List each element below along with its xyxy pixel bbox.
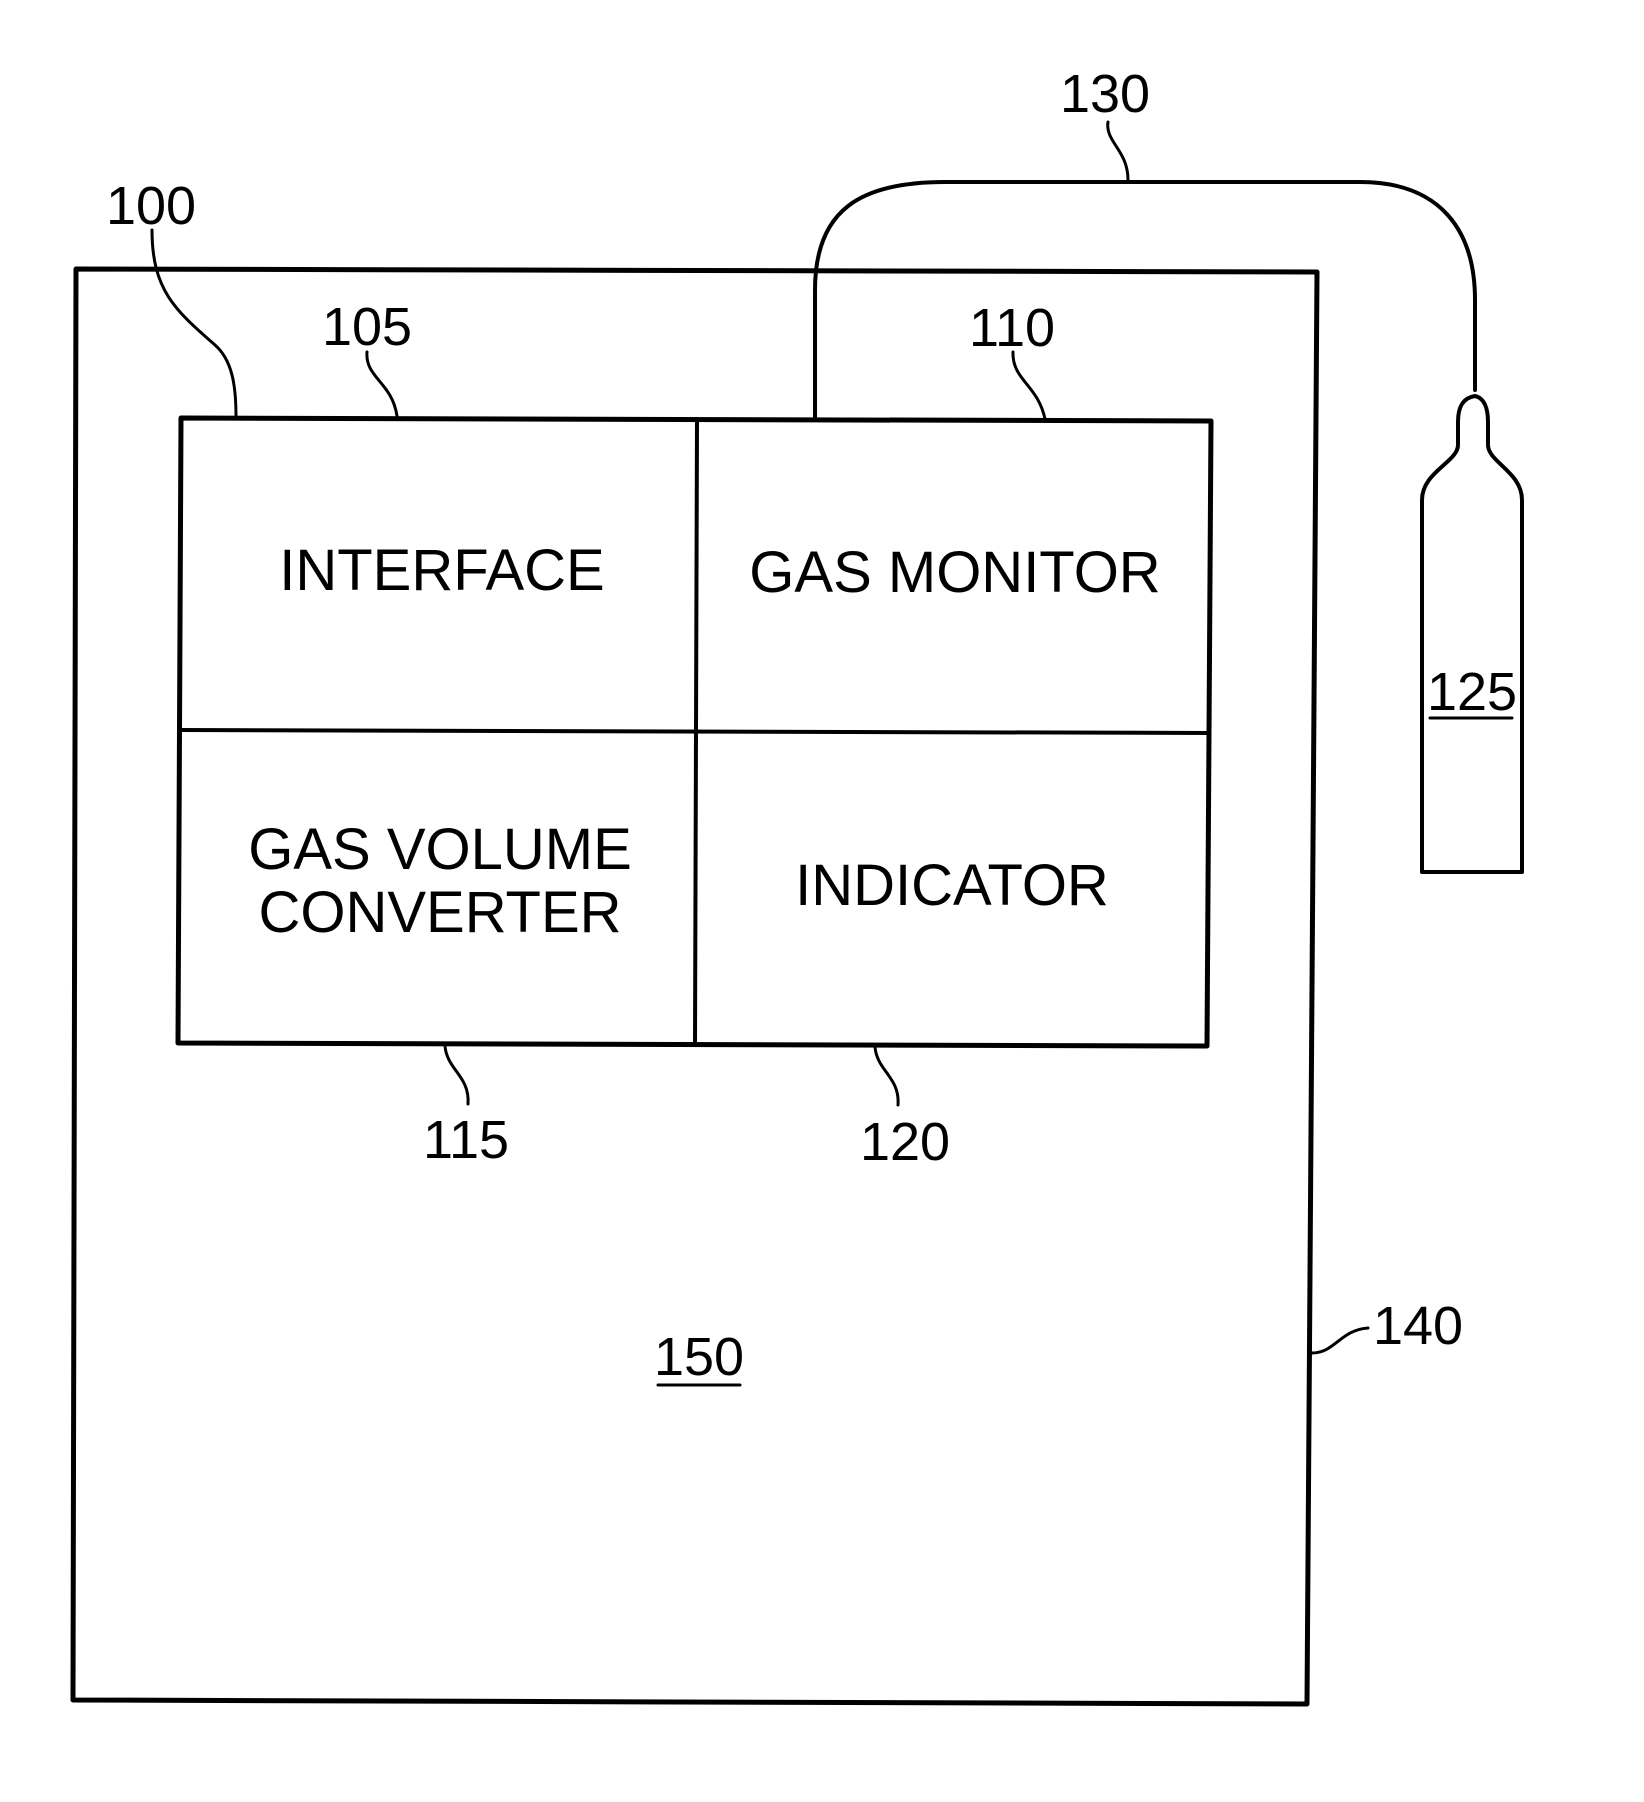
- gas-tube: [815, 182, 1475, 418]
- leader-line-120: [875, 1047, 898, 1105]
- block-divider-horizontal: [180, 730, 1209, 733]
- gas-volume-converter-label-line1: GAS VOLUME: [248, 817, 632, 882]
- ref-115: 115: [423, 1110, 509, 1170]
- ref-105: 105: [322, 297, 412, 357]
- ref-120: 120: [860, 1112, 950, 1172]
- ref-110: 110: [969, 298, 1055, 358]
- ref-130: 130: [1060, 64, 1150, 124]
- gas-volume-converter-label-line2: CONVERTER: [258, 880, 621, 945]
- ref-150: 150: [654, 1327, 744, 1387]
- leader-line-140: [1312, 1328, 1368, 1353]
- indicator-label: INDICATOR: [795, 853, 1109, 918]
- leader-line-105: [367, 352, 397, 416]
- ref-125: 125: [1427, 662, 1517, 722]
- leader-line-100: [152, 230, 236, 416]
- interface-label: INTERFACE: [279, 538, 605, 603]
- leader-line-115: [445, 1046, 468, 1104]
- ref-140: 140: [1373, 1296, 1463, 1356]
- gas-cylinder: [1422, 396, 1522, 872]
- ref-100: 100: [106, 176, 196, 236]
- gas-monitor-label: GAS MONITOR: [749, 540, 1160, 605]
- leader-line-130: [1108, 122, 1128, 180]
- leader-line-110: [1013, 352, 1045, 419]
